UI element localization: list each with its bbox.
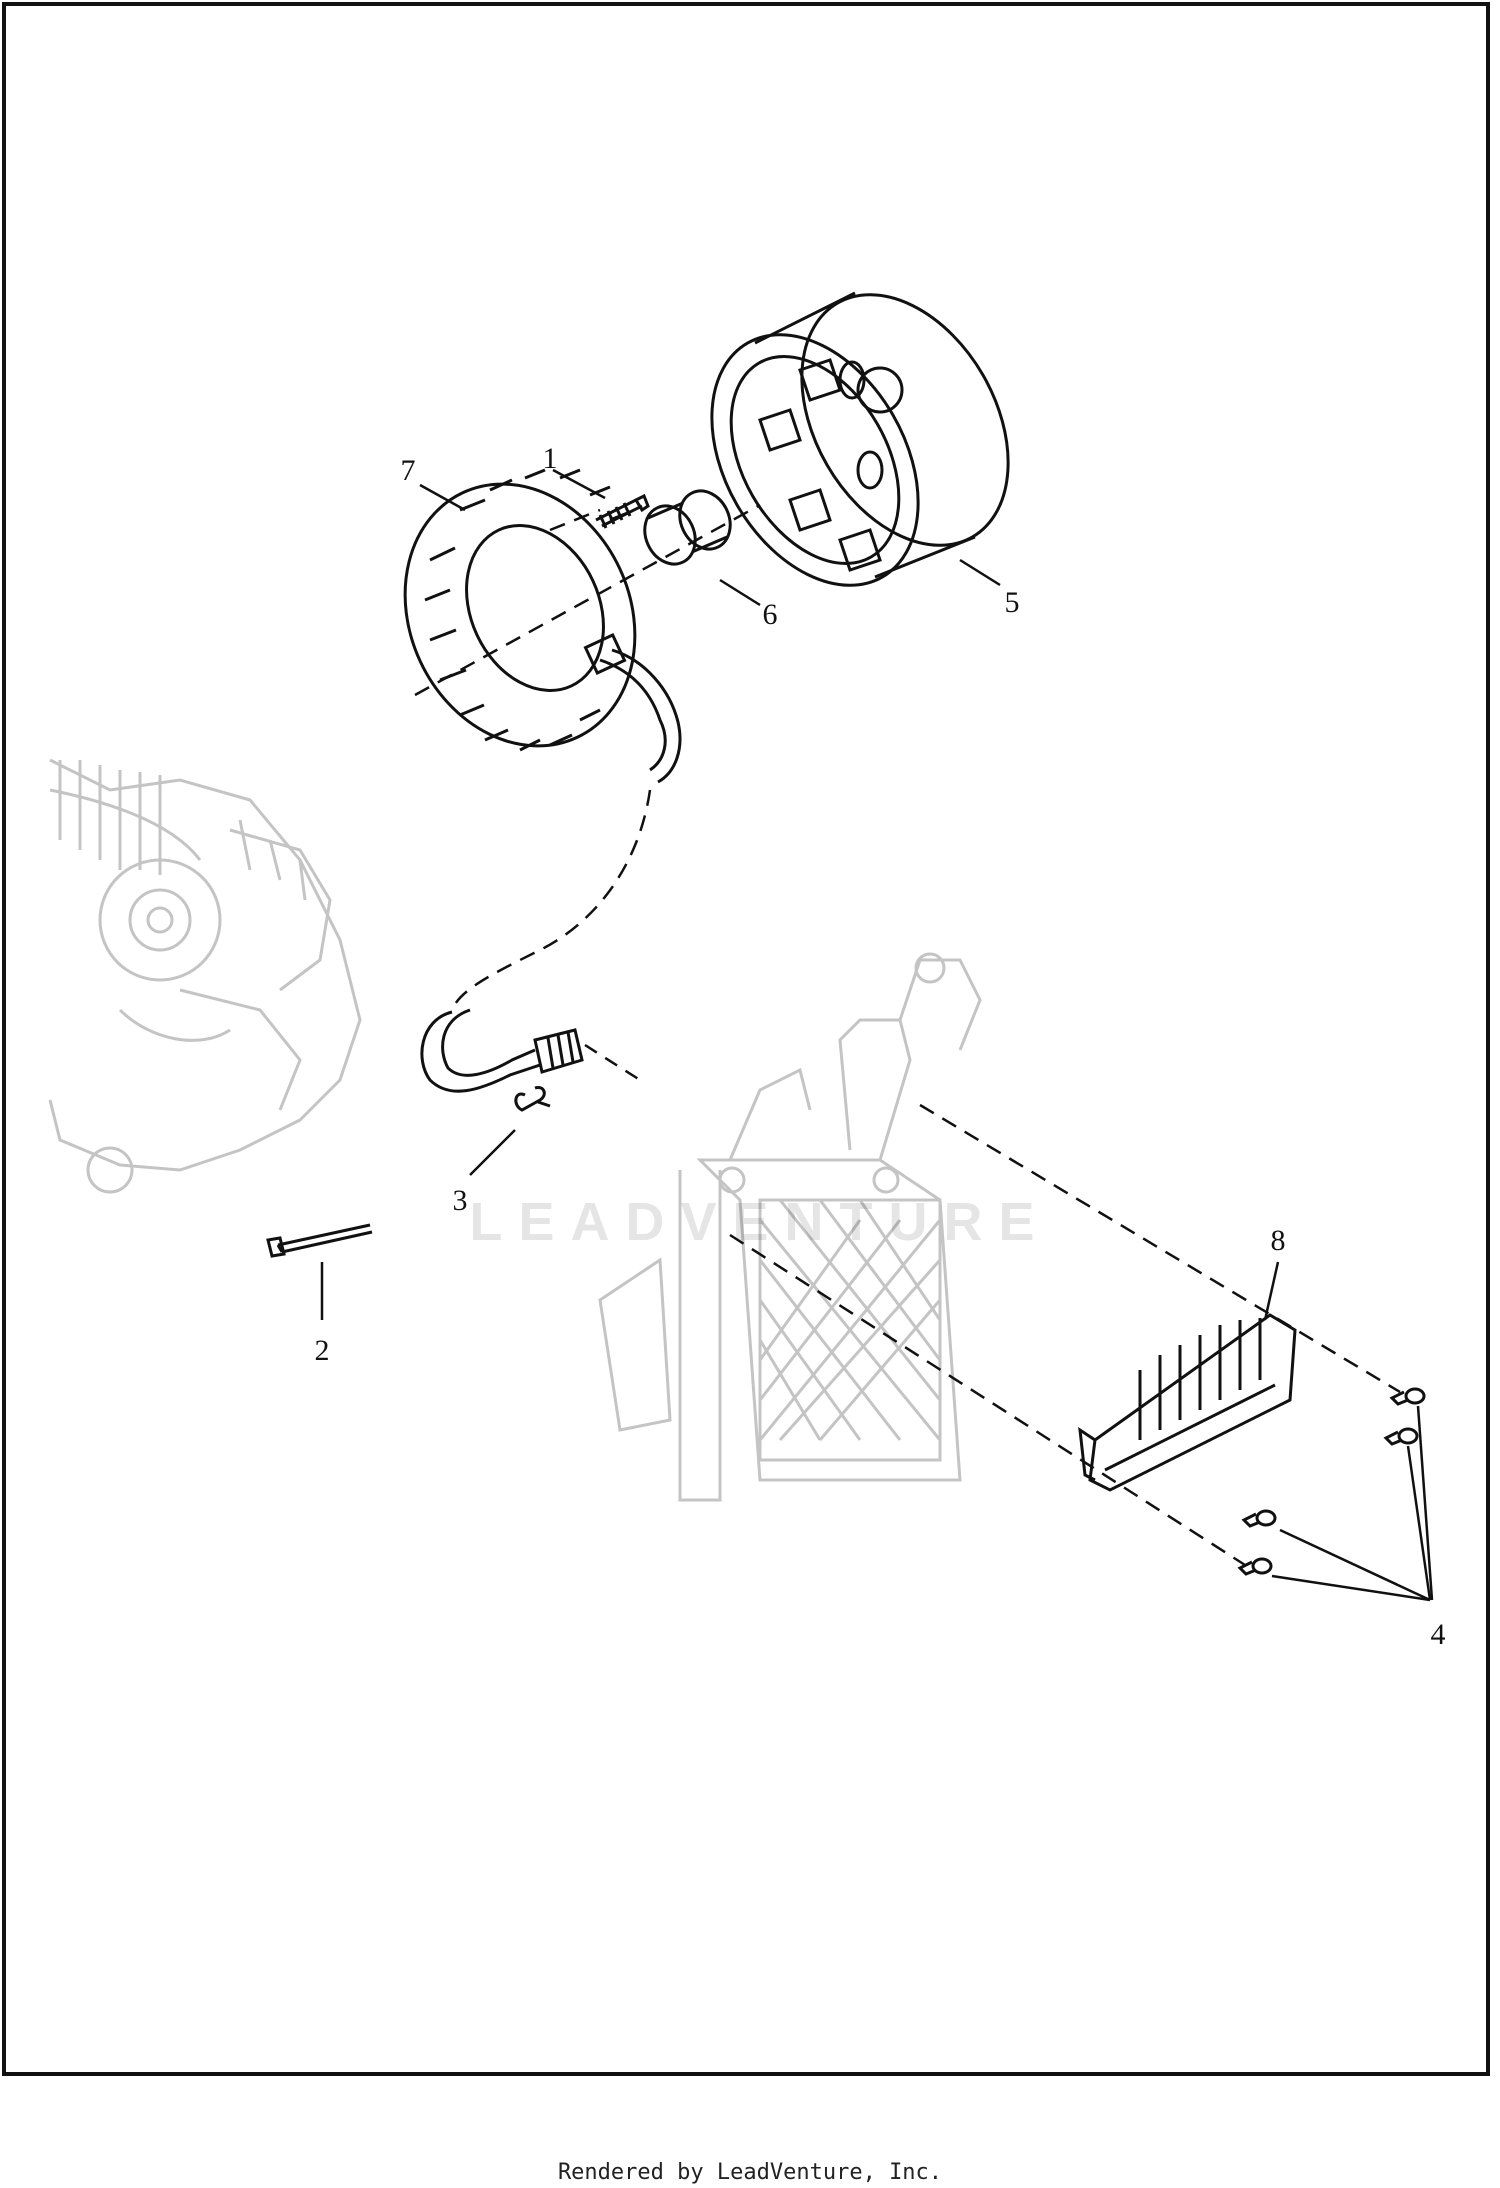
bushing-part — [643, 489, 732, 566]
rotor-part — [710, 291, 1010, 587]
connector-dash-line — [584, 1043, 641, 1082]
callout-7: 7 — [401, 454, 416, 487]
regulator-screws — [1237, 1387, 1426, 1576]
watermark-text: LEADVENTURE — [469, 1192, 1050, 1252]
callout-5: 5 — [1005, 586, 1020, 619]
callout-8: 8 — [1271, 1224, 1286, 1257]
callout-3: 3 — [453, 1184, 468, 1217]
leader-lines — [320, 468, 1434, 1602]
stator-part — [403, 468, 682, 784]
callout-1: 1 — [543, 442, 558, 475]
screw-part — [595, 493, 650, 529]
diagram-frame — [2, 2, 1490, 2076]
alignment-dash-lines — [414, 503, 1401, 1567]
cable-tie-part — [266, 1223, 373, 1258]
cable-dash-path — [450, 789, 652, 1011]
footer-credit: Rendered by LeadVenture, Inc. — [557, 2160, 943, 2185]
callout-6: 6 — [763, 598, 778, 631]
callout-4: 4 — [1431, 1618, 1446, 1651]
regulator-part — [1078, 1313, 1297, 1492]
engine-outline — [48, 758, 362, 1194]
connector-part — [533, 1028, 584, 1074]
callout-2: 2 — [315, 1334, 330, 1367]
radiator-outline — [598, 952, 982, 1502]
clip-part — [514, 1085, 551, 1112]
harness-hose — [420, 1008, 541, 1093]
